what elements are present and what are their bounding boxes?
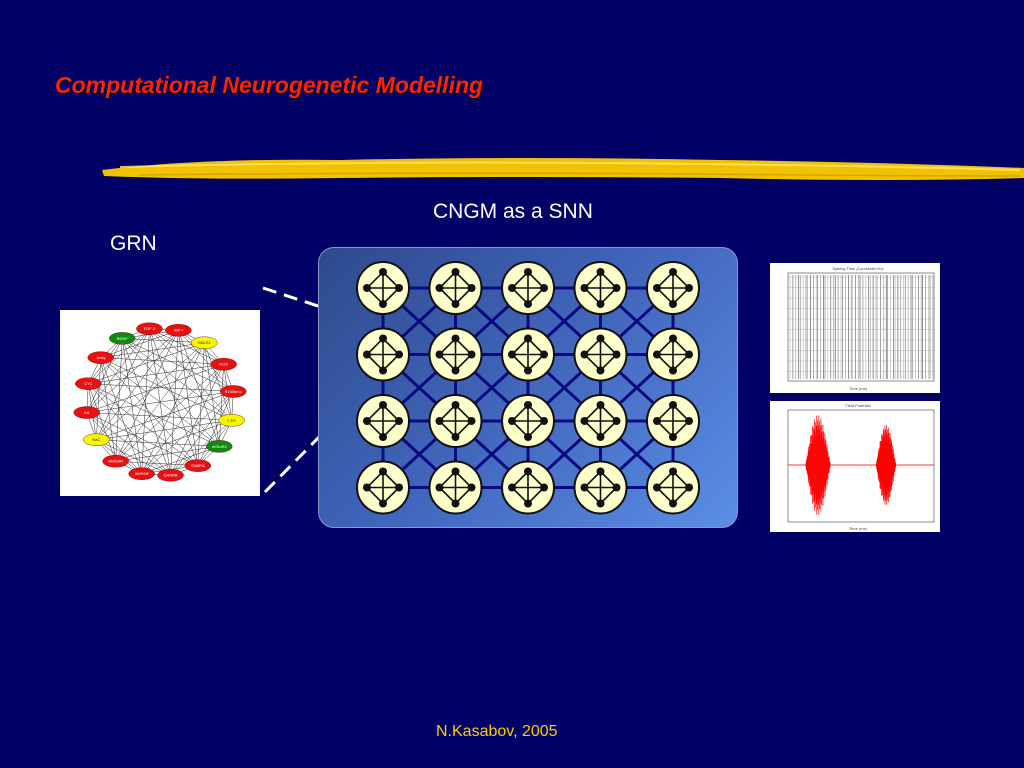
spike-raster-image: Spiking Time (Ca-cMath=Hz) Time (ms) xyxy=(770,263,940,393)
svg-text:Time (ms): Time (ms) xyxy=(849,526,868,531)
grn-gene-node: CYC xyxy=(75,377,102,390)
neuron-node-icon xyxy=(646,327,700,382)
spike-raster-thumbnail: Spiking Time (Ca-cMath=Hz) Time (ms) xyxy=(787,266,935,391)
grn-gene-node: GALR1 xyxy=(191,336,218,349)
grn-gene-node: FGF-2 xyxy=(136,322,163,335)
grn-gene-label: S100beta xyxy=(225,389,243,394)
grn-label: GRN xyxy=(110,232,157,255)
snn-grid-panel xyxy=(318,247,738,528)
neuron-node-icon xyxy=(501,460,555,515)
grn-gene-node: mGluR3 xyxy=(206,440,233,453)
svg-text:Field Potential: Field Potential xyxy=(845,403,870,408)
field-potential-thumbnail: Field Potential Time (ms) xyxy=(787,403,935,531)
neuron-node-icon xyxy=(428,394,483,448)
grn-gene-node: AMPAR xyxy=(128,467,155,480)
neuron-node-icon xyxy=(573,394,628,448)
grn-gene-node: c-jun xyxy=(218,414,245,427)
neuron-node-icon xyxy=(428,460,483,515)
grn-gene-label: BDNF xyxy=(117,336,128,341)
grn-gene-label: AMPAR xyxy=(135,471,149,476)
neuron-node-icon xyxy=(356,261,410,315)
grn-gene-node: KA xyxy=(73,406,100,419)
grn-gene-label: NaC xyxy=(92,437,100,442)
grn-gene-node: Jerky xyxy=(87,351,114,364)
neuron-node-icon xyxy=(501,394,555,448)
grn-gene-node: IGF-I xyxy=(165,324,192,337)
snn-label: CNGM as a SNN xyxy=(433,200,593,223)
grn-gene-label: IGF-I xyxy=(174,328,183,333)
grn-gene-label: CYC xyxy=(84,381,93,386)
grn-gene-node: GABRA xyxy=(184,459,211,472)
grn-gene-node: NMDAR xyxy=(102,455,129,468)
svg-text:Time (ms): Time (ms) xyxy=(849,386,868,391)
grn-gene-label: mGluR3 xyxy=(212,444,227,449)
svg-text:Spiking Time (Ca-cMath=Hz): Spiking Time (Ca-cMath=Hz) xyxy=(832,266,884,271)
neuron-node-icon xyxy=(501,261,555,315)
grn-gene-label: GABRA xyxy=(191,463,205,468)
grn-gene-label: c-jun xyxy=(227,418,236,423)
grn-gene-label: NMDAR xyxy=(108,459,123,464)
neuron-node-icon xyxy=(646,460,700,515)
neuron-node-icon xyxy=(356,327,410,382)
neuron-node-icon xyxy=(356,460,410,515)
grn-gene-label: NOS xyxy=(219,362,228,367)
grn-gene-label: FGF-2 xyxy=(144,326,156,331)
grn-gene-label: KA xyxy=(84,410,90,415)
neuron-node-icon xyxy=(573,327,628,382)
slide-footer-author: N.Kasabov, 2005 xyxy=(436,723,558,740)
neuron-node-icon xyxy=(573,460,628,515)
snn-links xyxy=(381,286,675,489)
grn-gene-node: GABRB xyxy=(157,469,184,482)
grn-edges xyxy=(86,328,234,476)
neuron-node-icon xyxy=(501,327,555,382)
neuron-node-icon xyxy=(573,261,628,315)
neuron-node-icon xyxy=(428,261,483,315)
neuron-node-icon xyxy=(428,327,483,382)
field-potential-image: Field Potential Time (ms) xyxy=(770,401,940,532)
grn-gene-node: BDNF xyxy=(109,332,136,345)
highlighter-stroke xyxy=(102,158,1024,180)
grn-gene-label: GALR1 xyxy=(198,340,212,345)
neuron-node-icon xyxy=(646,261,700,315)
grn-gene-node: S100beta xyxy=(220,385,247,398)
grn-gene-label: GABRB xyxy=(164,473,178,478)
grn-gene-label: Jerky xyxy=(96,355,106,360)
slide-title: Computational Neurogenetic Modelling xyxy=(55,72,484,98)
neuron-node-icon xyxy=(646,394,700,448)
grn-gene-node: NOS xyxy=(210,358,237,371)
grn-gene-node: NaC xyxy=(83,433,110,446)
snn-neuron-grid xyxy=(356,261,700,515)
neuron-node-icon xyxy=(356,394,410,448)
